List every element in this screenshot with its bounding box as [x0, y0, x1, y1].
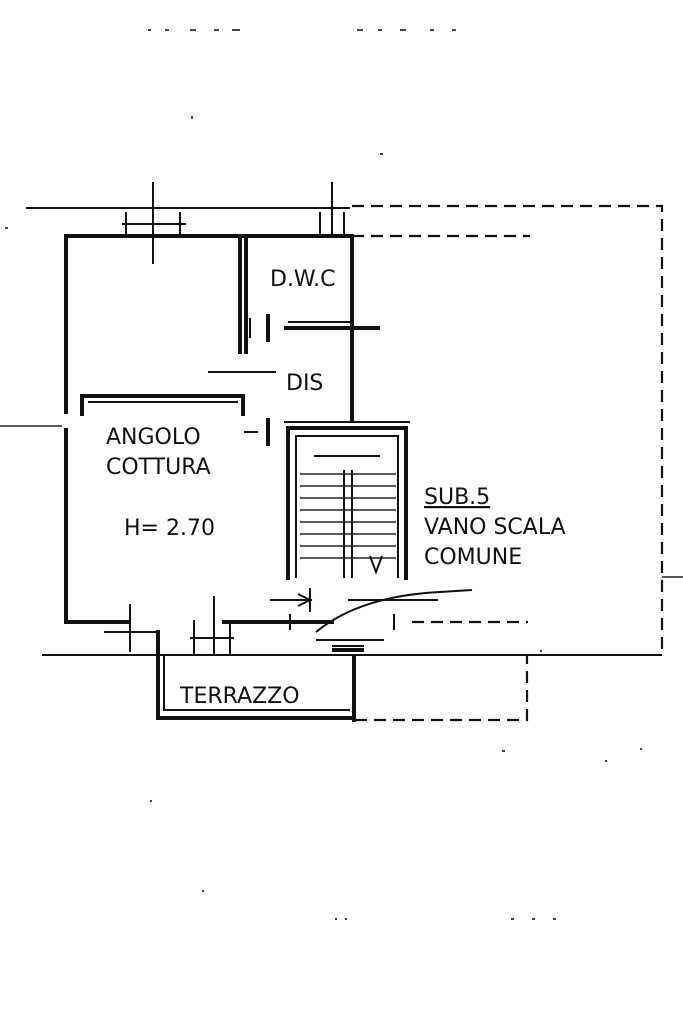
stair-treads [300, 473, 396, 559]
terrace [156, 630, 356, 722]
comune-label: COMUNE [424, 545, 522, 570]
stair-core [284, 421, 410, 580]
walls [64, 234, 380, 624]
sub-label: SUB.5 [424, 485, 490, 510]
scan-specks [5, 29, 642, 920]
stair-direction-arrow [369, 555, 383, 575]
exterior-lines [0, 207, 683, 656]
vano-scala-label: VANO SCALA [424, 515, 566, 540]
terrazzo-label: TERRAZZO [179, 684, 300, 709]
dwc-label: D.W.C [270, 267, 336, 292]
window-marks [104, 182, 395, 655]
height-label: H= 2.70 [124, 516, 215, 541]
dis-label: DIS [286, 371, 323, 396]
entrance-door [270, 588, 473, 652]
angolo-label: ANGOLO [106, 425, 201, 450]
cottura-label: COTTURA [106, 455, 211, 480]
common-area-dashed-outline [352, 204, 664, 722]
